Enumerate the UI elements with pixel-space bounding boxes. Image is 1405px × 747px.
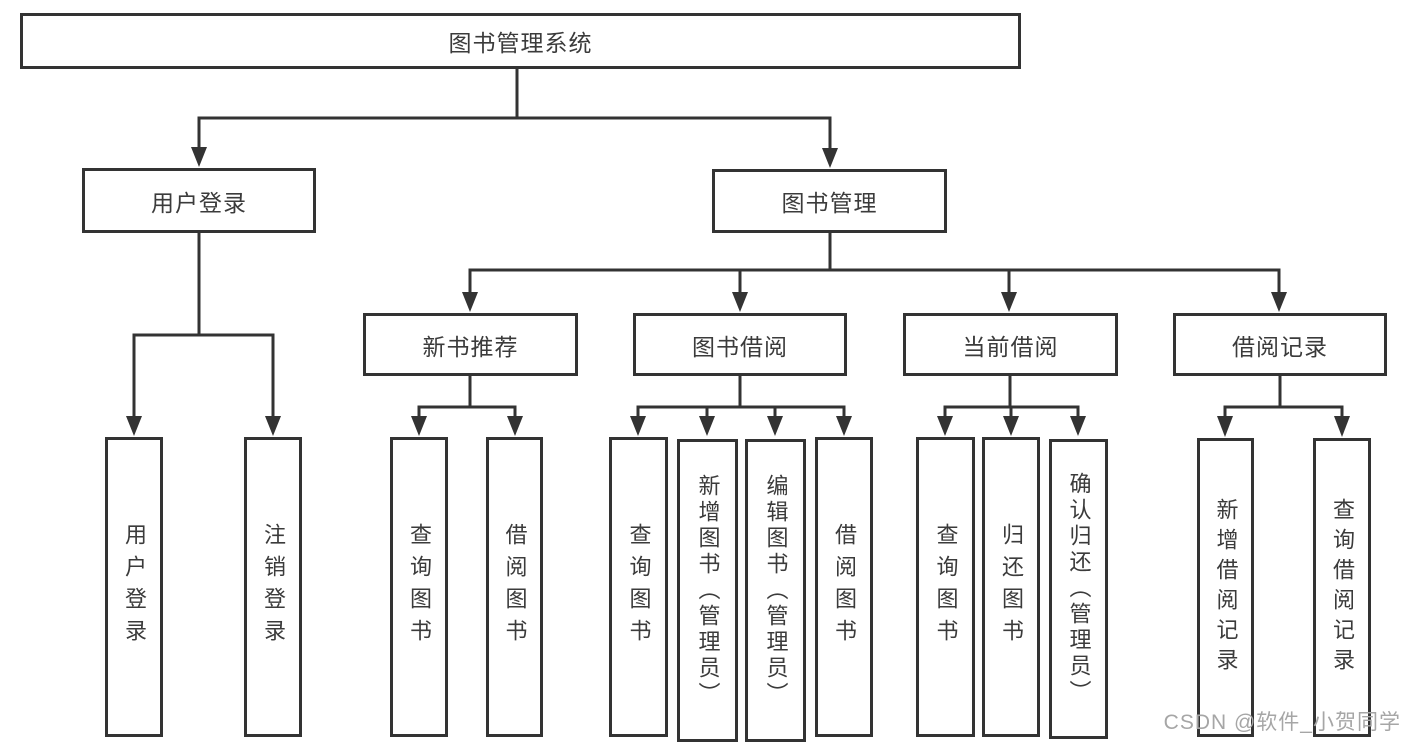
node-leaf-query-book-3: 查询图书 <box>916 437 975 737</box>
node-book-management: 图书管理 <box>712 169 947 233</box>
node-leaf-query-book-2: 查询图书 <box>609 437 668 737</box>
node-new-book-recommend: 新书推荐 <box>363 313 578 376</box>
node-library-system: 图书管理系统 <box>20 13 1021 69</box>
node-leaf-add-borrow-record: 新增借阅记录 <box>1197 438 1254 737</box>
node-leaf-query-book-1: 查询图书 <box>390 437 448 737</box>
node-leaf-query-borrow-record: 查询借阅记录 <box>1313 438 1371 737</box>
node-leaf-add-book-admin: 新增图书（管理员） <box>677 439 738 742</box>
node-book-borrowing: 图书借阅 <box>633 313 847 376</box>
node-leaf-borrow-book-1: 借阅图书 <box>486 437 543 737</box>
node-leaf-return-book: 归还图书 <box>982 437 1040 737</box>
node-user-login: 用户登录 <box>82 168 316 233</box>
node-current-borrowing: 当前借阅 <box>903 313 1118 376</box>
node-leaf-borrow-book-2: 借阅图书 <box>815 437 873 737</box>
node-leaf-edit-book-admin: 编辑图书（管理员） <box>745 439 806 742</box>
watermark: CSDN @软件_小贺同学 <box>1163 711 1401 734</box>
node-leaf-logout: 注销登录 <box>244 437 302 737</box>
node-leaf-confirm-return-admin: 确认归还（管理员） <box>1049 439 1108 739</box>
node-borrowing-records: 借阅记录 <box>1173 313 1387 376</box>
node-leaf-user-login: 用户登录 <box>105 437 163 737</box>
